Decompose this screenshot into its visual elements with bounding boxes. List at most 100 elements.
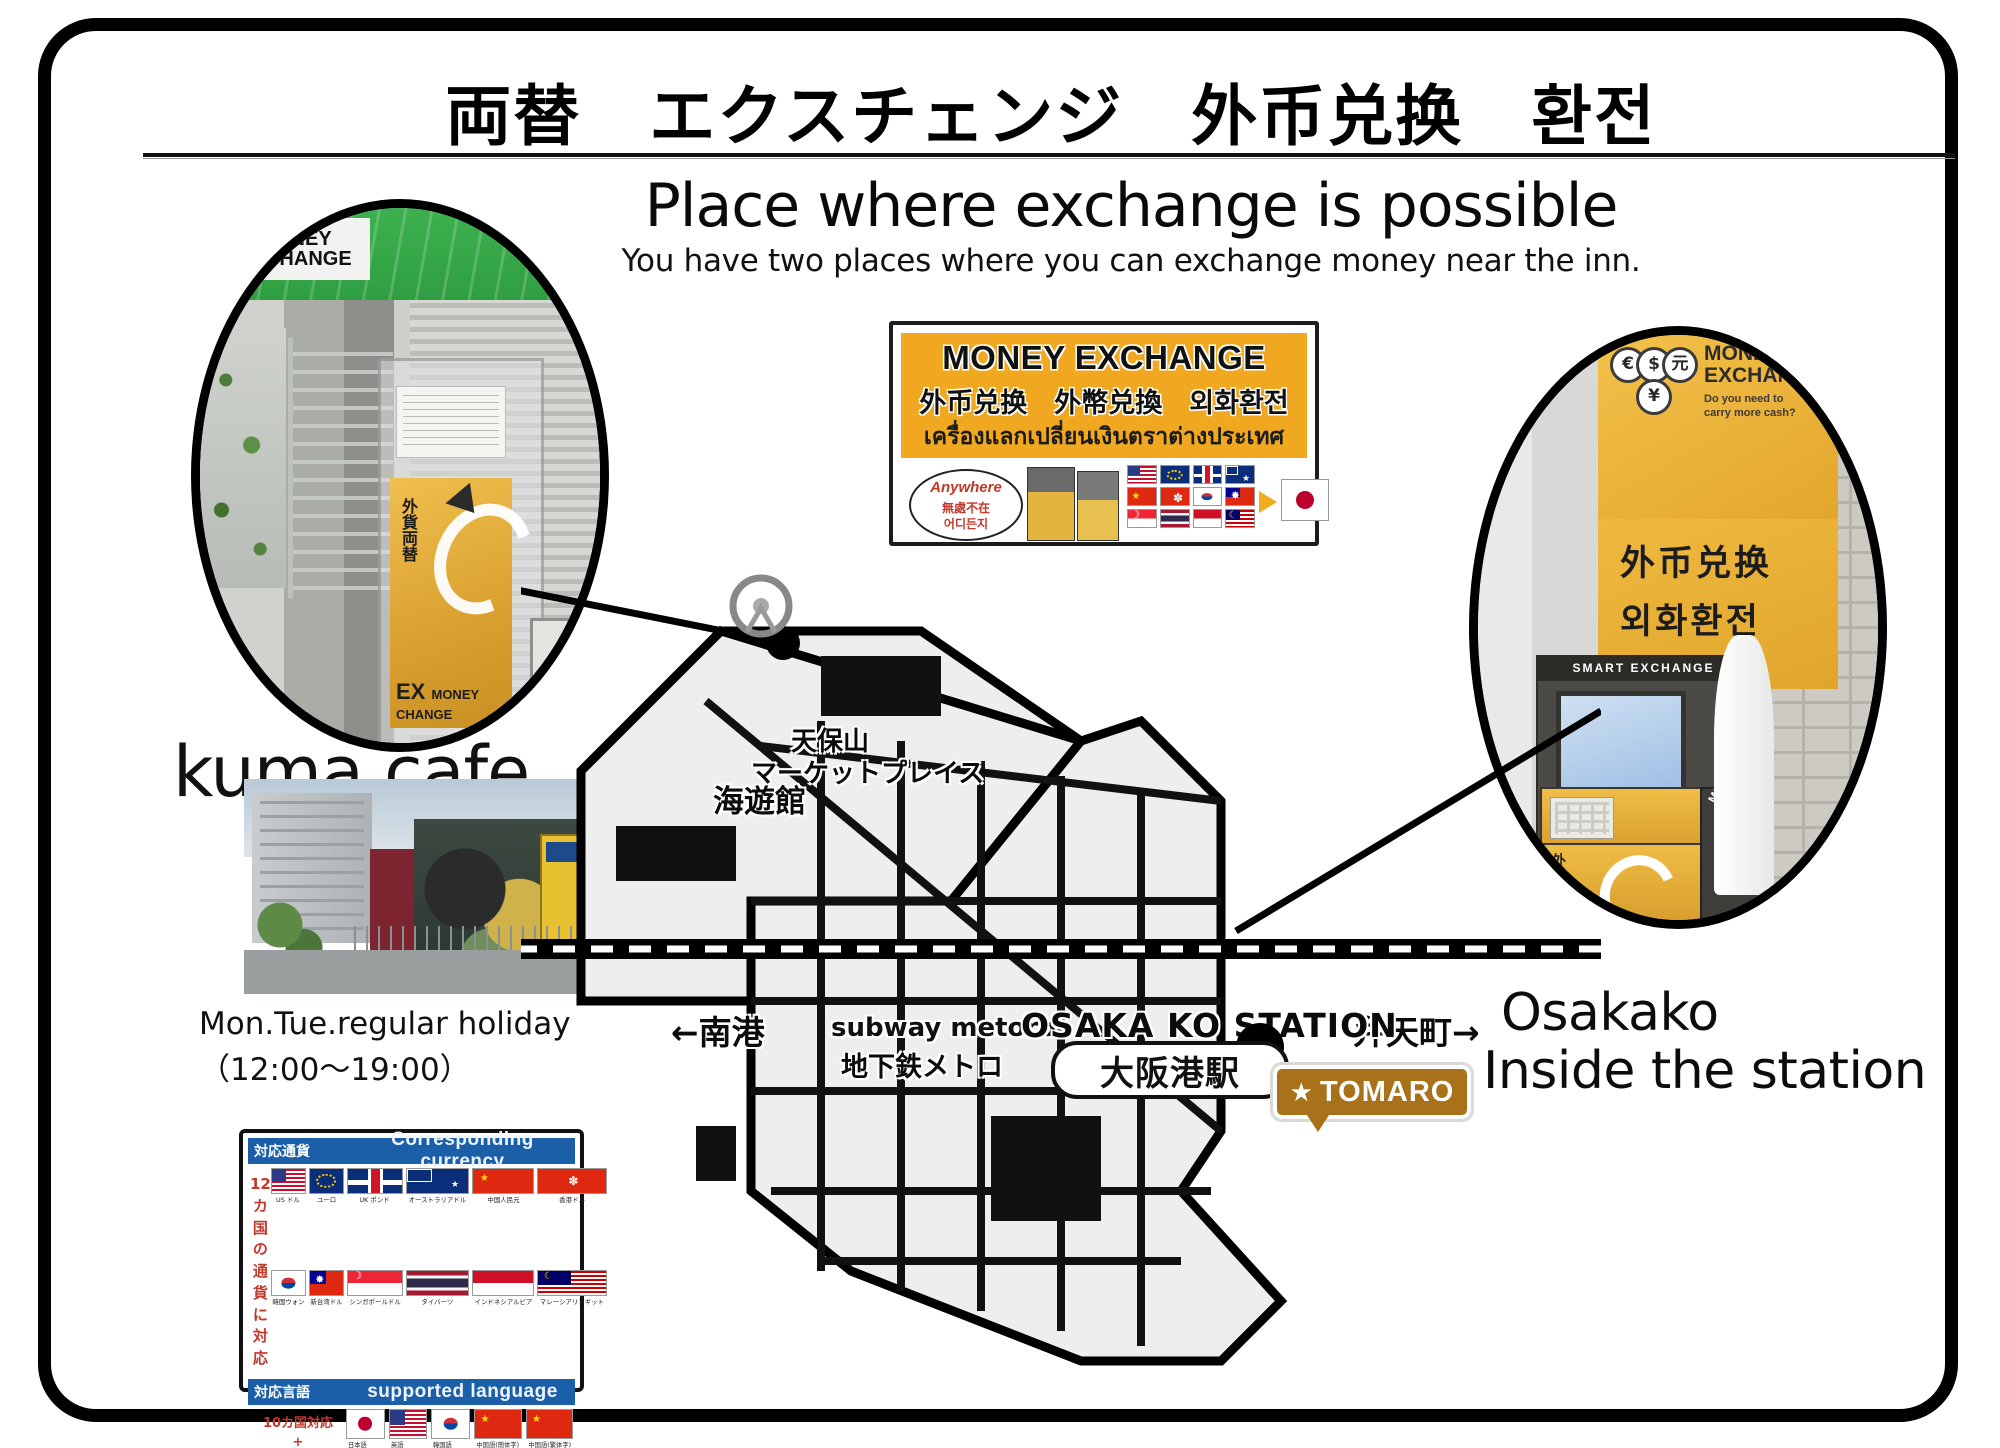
- sign-cjk-text: 外币兑换 外幣兑換 외화환전: [919, 388, 1289, 419]
- banner-title-line1: MONEY: [1704, 342, 1782, 365]
- photo-notice-paper: [396, 386, 506, 458]
- kuma-hours-text: （12:00〜19:00）: [199, 1052, 471, 1088]
- poster-frame: 両替 エクスチェンジ 外币兑换 환전 Place where exchange …: [38, 18, 1958, 1448]
- map-station-pill: 大阪港駅: [1051, 1041, 1289, 1099]
- convert-arrow-icon: [1259, 491, 1277, 513]
- flag-cn-icon: [474, 1408, 522, 1439]
- sign-english-text: MONEY EXCHANGE: [942, 339, 1266, 376]
- flag-cell: 韓国語: [431, 1408, 471, 1448]
- flag-cell: タイバーツ: [405, 1270, 469, 1369]
- flag-cn-icon: [1127, 487, 1157, 506]
- sign-machine-photo-1: [1027, 467, 1075, 541]
- page-subheadline: You have two places where you can exchan…: [621, 243, 1641, 279]
- supported-currency-card: 対応通貨 Corresponding currency 12カ国の 通貨に対応 …: [239, 1129, 608, 1448]
- flag-caption: 新台湾ドル: [310, 1298, 343, 1307]
- tomaro-label: TOMARO: [1319, 1075, 1455, 1108]
- map-label-kaiyukan: 海遊館: [713, 784, 806, 820]
- map-poi-dot-kuma: [766, 626, 800, 660]
- map-block-dark-4: [991, 1116, 1101, 1221]
- flag-caption: 英語: [390, 1441, 404, 1448]
- machine-ex-logo: EX MONEY CHANGE: [396, 678, 480, 722]
- map-block-dark-3: [696, 1126, 736, 1181]
- map-label-nanko: ←南港: [671, 1013, 765, 1052]
- flag-caption: 中国語(簡体字): [476, 1441, 520, 1448]
- map-pointer-osakako: [1234, 708, 1603, 934]
- sign-thai-text: เครื่องแลกเปลี่ยนเงินตราต่างประเทศ: [923, 424, 1285, 450]
- flag-cell: ユーロ: [308, 1168, 344, 1267]
- map-label-tempozan-mp-1: 天保山: [791, 727, 870, 757]
- map-block-dark-1: [821, 656, 941, 716]
- anywhere-en-text: Anywhere: [930, 479, 1002, 496]
- flag-my-icon: [1225, 509, 1255, 528]
- corresponding-note-1: 12カ国の: [250, 1175, 271, 1259]
- flag-caption: ユーロ: [316, 1196, 337, 1204]
- machine-ex-text: EX: [396, 678, 426, 704]
- banner-question-line1: Do you need to: [1704, 393, 1784, 405]
- photo-bin: [530, 618, 598, 743]
- machine-money-text: MONEY: [431, 686, 480, 702]
- flag-uk-icon: [346, 1168, 403, 1194]
- map-label-station-en: OSAKA KO STATION: [1021, 1006, 1398, 1045]
- flag-uk-icon: [1192, 465, 1223, 484]
- flag-cell: 新台湾ドル: [308, 1270, 344, 1369]
- flag-id-icon: [471, 1270, 535, 1297]
- flag-my-icon: [537, 1270, 608, 1297]
- flag-caption: インドネシアルピア: [474, 1298, 532, 1307]
- flag-cell: 中国語(簡体字): [474, 1408, 522, 1448]
- map-label-bentencho: 弁天町→: [1353, 1013, 1480, 1052]
- supported-flag-grid: 日本語英語韓国語中国語(簡体字)中国語(繁体字)フランス語ドイツ語イタリア語ポル…: [346, 1408, 573, 1448]
- flag-cell: 日本語: [346, 1408, 385, 1448]
- atm-jp-label: 外貨両替: [1550, 853, 1566, 909]
- map-block-dark-2: [616, 826, 736, 881]
- corresponding-jp-label: 対応通貨: [254, 1144, 310, 1160]
- supported-language-header: 対応言語 supported language: [248, 1378, 575, 1405]
- flag-us-icon: [270, 1168, 306, 1194]
- kuma-holiday-text: Mon.Tue.regular holiday: [199, 1006, 571, 1042]
- title-divider: [143, 153, 1955, 159]
- map-label-tempozan: 天保山: [1063, 685, 1160, 723]
- flag-au-icon: [405, 1168, 469, 1194]
- flag-cell: シンガポールドル: [346, 1269, 403, 1369]
- sign-bottom-panel: Anywhere 無處不在 어디든지: [901, 463, 1329, 541]
- supported-jp-label: 対応言語: [254, 1384, 310, 1401]
- flag-id-icon: [1192, 509, 1223, 528]
- ferris-wheel-icon: [729, 574, 793, 638]
- banner-zh-text: 外币兑换: [1620, 544, 1773, 584]
- flag-caption: US ドル: [276, 1196, 301, 1204]
- flag-eu-icon: [308, 1168, 344, 1194]
- atm-brand-strip: SMART EXCHANGE: [1536, 655, 1751, 681]
- flag-caption: 韓国語: [433, 1441, 453, 1448]
- flag-cell: 英語: [388, 1408, 428, 1448]
- flag-cell: 香港ドル: [537, 1168, 608, 1267]
- supported-language-body: 10カ国対応 + 音声ガイダンス （日本語、英語） 日本語英語韓国語中国語(簡体…: [248, 1405, 575, 1448]
- anywhere-ko-text: 어디든지: [943, 517, 989, 531]
- map-tomaro-marker[interactable]: ★ TOMARO: [1273, 1065, 1471, 1132]
- map-roads: [703, 697, 1224, 1346]
- flag-cn-icon: [471, 1168, 535, 1194]
- flag-au-icon: [1225, 465, 1255, 484]
- osakako-label: Osakako: [1501, 983, 1719, 1043]
- flag-caption: 韓国ウォン: [272, 1298, 305, 1307]
- map-label-subway-jp: 地下鉄メトロ: [841, 1052, 1003, 1083]
- atm-keypad[interactable]: [1550, 797, 1614, 839]
- flag-caption: UK ポンド: [359, 1196, 391, 1204]
- corresponding-note-2: 通貨に対応: [252, 1262, 268, 1367]
- corresponding-note: 12カ国の 通貨に対応: [250, 1168, 271, 1370]
- coin-yen-icon: ¥: [1636, 379, 1672, 415]
- flag-cell: US ドル: [270, 1168, 306, 1267]
- osakako-station-photo: € $ 元 ¥ MONEY EXCHANGE Do you need to ca…: [1469, 326, 1887, 929]
- sign-orange-band: MONEY EXCHANGE 外币兑换 外幣兑換 외화환전 เครื่องแลก…: [901, 333, 1307, 458]
- atm-swirl-logo-icon: [1588, 844, 1688, 920]
- flag-caption: 日本語: [347, 1441, 367, 1448]
- station-banner-top: € $ 元 ¥ MONEY EXCHANGE Do you need to ca…: [1598, 335, 1838, 519]
- corresponding-en-label: Corresponding currency: [391, 1129, 534, 1172]
- map-svg: [120, 503, 1603, 1366]
- banner-question: Do you need to carry more cash?: [1704, 393, 1796, 421]
- banner-title: MONEY EXCHANGE: [1704, 342, 1823, 387]
- flag-caption: シンガポールドル: [349, 1298, 401, 1307]
- flag-kr-icon: [270, 1270, 306, 1297]
- kuma-cafe-photo: MONEY EXCHANGE 外貨両替 EX MONEY CHANGE: [191, 199, 609, 752]
- photo-cables: [288, 338, 393, 598]
